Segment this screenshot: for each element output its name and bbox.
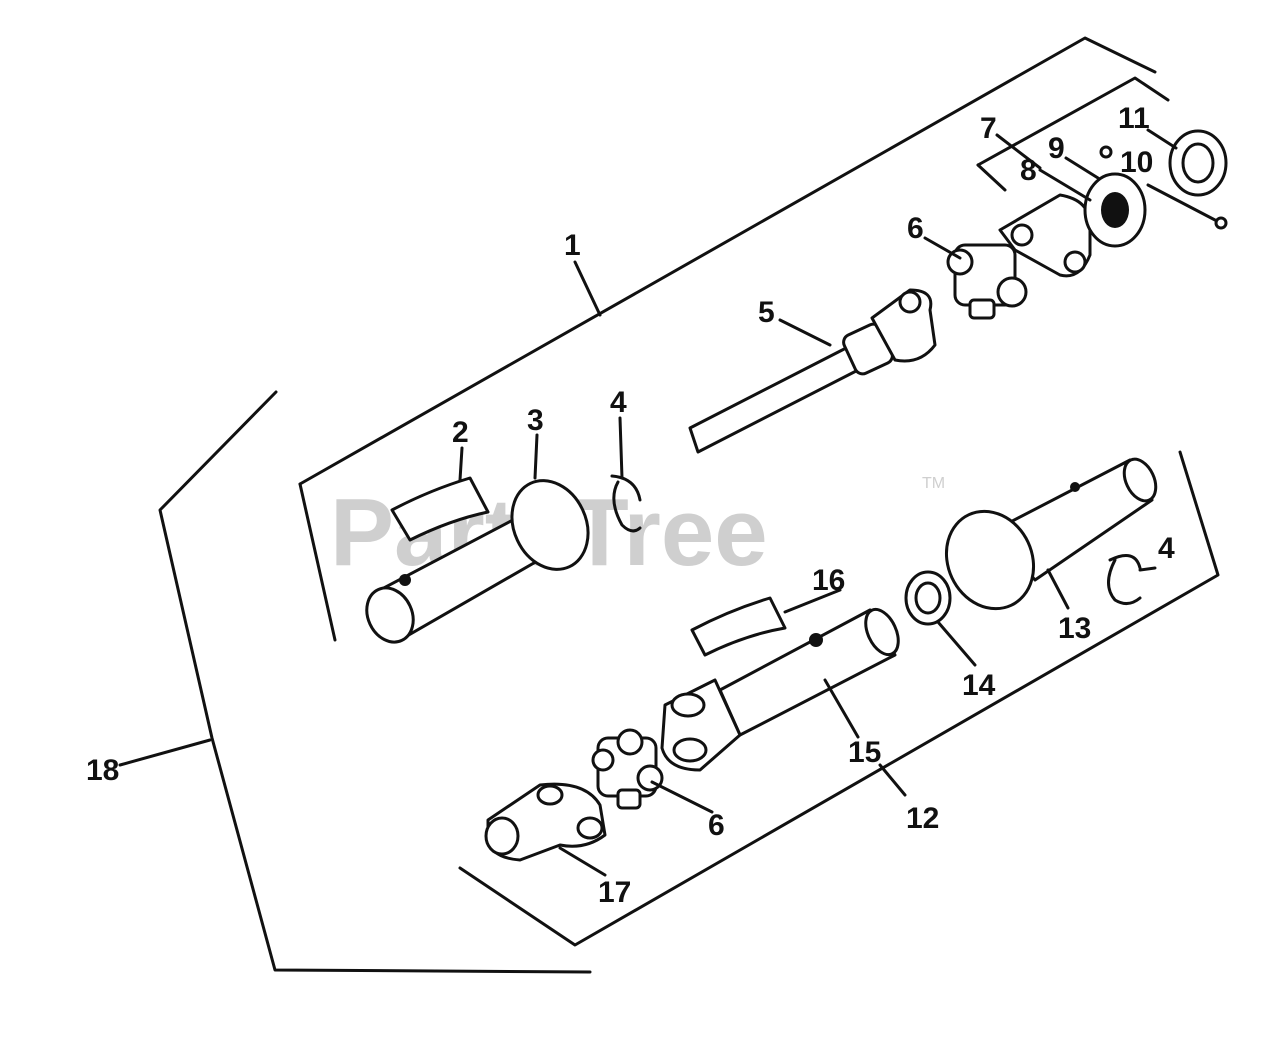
callout-3: 3 xyxy=(527,404,544,437)
callout-4-bottom: 4 xyxy=(1158,532,1175,565)
assembly-18-bracket xyxy=(158,390,592,974)
part-6-cross-bearing-bottom xyxy=(591,728,664,810)
callout-8: 8 xyxy=(1020,154,1037,187)
callout-9: 9 xyxy=(1048,132,1065,165)
callout-6-top: 6 xyxy=(907,212,924,245)
watermark-trademark: TM xyxy=(922,475,945,492)
part-9-splined-yoke xyxy=(998,172,1147,278)
part-2-label xyxy=(390,476,490,542)
part-4-retaining-ring-bottom xyxy=(1107,554,1142,605)
callout-17: 17 xyxy=(598,876,631,909)
callout-12: 12 xyxy=(906,802,939,835)
part-4-retaining-ring-top xyxy=(610,474,642,533)
part-6-cross-bearing-top xyxy=(946,243,1028,320)
callout-2: 2 xyxy=(452,416,469,449)
assembly-1-bracket xyxy=(298,36,1157,642)
assembly-7-bracket xyxy=(976,76,1170,192)
part-10-pin xyxy=(1099,145,1228,230)
callout-5: 5 xyxy=(758,296,775,329)
assembly-12-bracket xyxy=(458,450,1220,947)
callout-18: 18 xyxy=(86,754,119,787)
part-15-tube-yoke xyxy=(660,607,900,772)
callout-11: 11 xyxy=(1118,102,1150,135)
callout-15: 15 xyxy=(848,736,881,769)
callout-7: 7 xyxy=(980,112,997,145)
part-11-snap-ring xyxy=(1168,129,1228,197)
part-14-bearing-ring xyxy=(904,570,952,626)
callout-10: 10 xyxy=(1120,146,1153,179)
callout-6-bottom: 6 xyxy=(708,809,725,842)
callout-16: 16 xyxy=(812,564,845,597)
callout-13: 13 xyxy=(1058,612,1091,645)
callout-1: 1 xyxy=(564,229,581,262)
part-3-shield-tube xyxy=(365,479,590,644)
callout-numbers: 1 2 3 4 4 5 6 6 7 8 9 10 11 12 13 14 15 … xyxy=(86,102,1175,909)
callout-14: 14 xyxy=(962,669,996,702)
part-17-end-yoke xyxy=(484,782,607,862)
leader-lines xyxy=(118,128,1217,877)
part-13-shield-tube xyxy=(944,457,1158,611)
part-5-square-shaft-yoke xyxy=(688,288,937,454)
callout-4-top: 4 xyxy=(610,386,627,419)
part-16-label xyxy=(690,596,787,657)
